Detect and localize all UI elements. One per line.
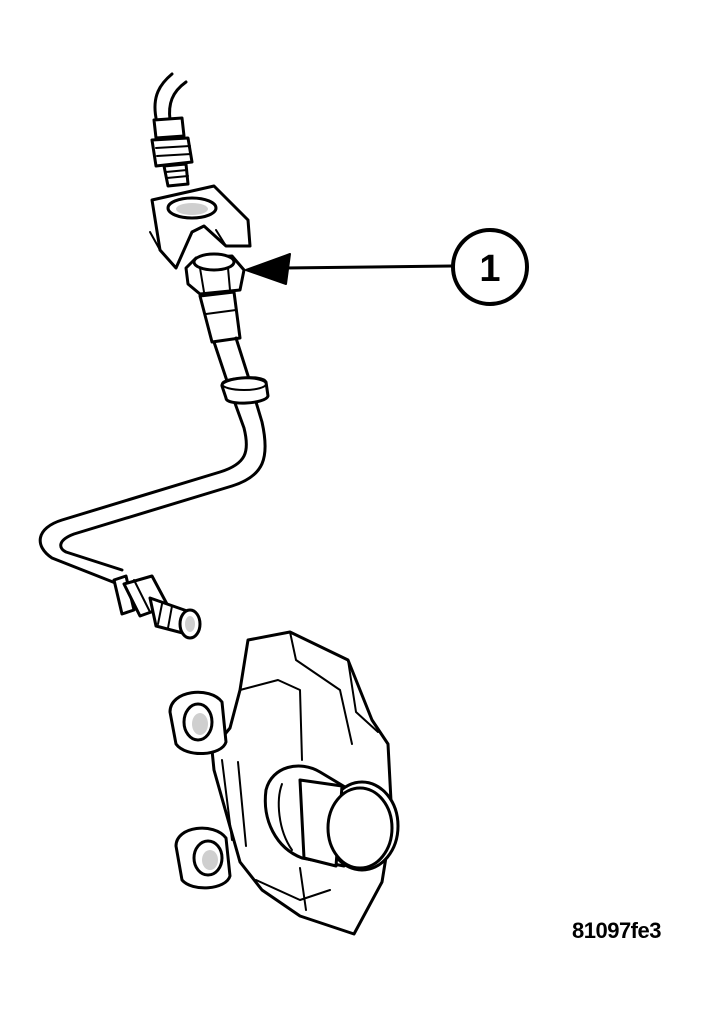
hose-end-fitting [112,574,202,640]
figure-id-label: 81097fe3 [572,918,661,943]
callout-1-label: 1 [479,248,500,290]
callout-1: 1 [451,228,529,306]
hose-ferrule [198,290,242,344]
tube-nut-fitting [150,116,194,188]
hose-hex-nut [184,252,246,296]
callout-leader-arrow [245,253,454,285]
mounting-bracket [149,184,252,270]
brake-caliper [168,630,400,936]
flexible-brake-hose [38,336,267,586]
upper-brake-line [153,72,188,122]
hose-grommet [220,376,270,405]
